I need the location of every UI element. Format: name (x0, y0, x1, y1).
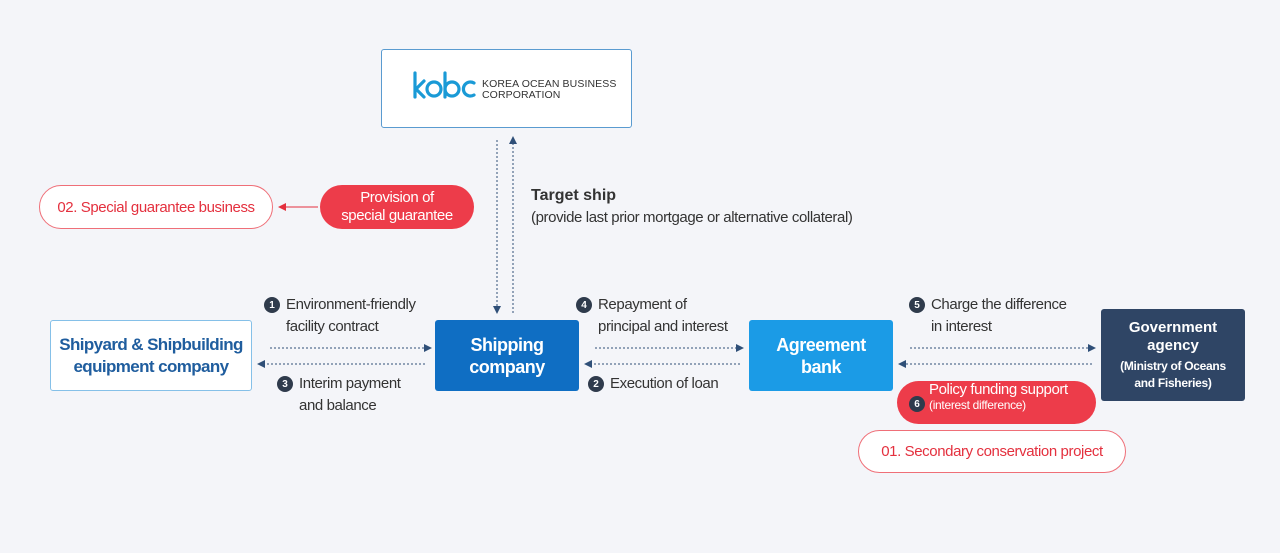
policy-sub-text: (interest difference) (929, 398, 1026, 412)
provision-special-guarantee: Provision of special guarantee (320, 185, 474, 229)
shipyard-line-2: equipment company (73, 356, 229, 376)
provision-line-1: Provision of (360, 189, 434, 206)
step-4-label: Repayment of principal and interest (598, 294, 728, 338)
agreement-bank-box: Agreement bank (749, 320, 893, 391)
step-1-line-2: facility contract (286, 318, 379, 335)
gov-sub-1: (Ministry of Oceans (1120, 358, 1226, 373)
step-5-line-1: Charge the difference (931, 296, 1067, 313)
target-ship-label: Target ship (provide last prior mortgage… (531, 185, 853, 229)
step-5-badge: 5 (909, 297, 925, 313)
policy-main-text: Policy funding support (929, 381, 1068, 398)
special-guarantee-business: 02. Special guarantee business (39, 185, 273, 229)
shipping-line-1: Shipping (470, 334, 544, 355)
step-3-badge: 3 (277, 376, 293, 392)
gov-line-2: agency (1147, 336, 1199, 354)
government-agency-box: Government agency (Ministry of Oceans an… (1101, 309, 1245, 401)
bank-line-1: Agreement (776, 334, 866, 355)
kobc-logo-text: KOREA OCEAN BUSINESS CORPORATION (482, 79, 616, 101)
special-business-text: 02. Special guarantee business (57, 198, 255, 216)
step-3-line-2: and balance (299, 397, 377, 414)
secondary-text: 01. Secondary conservation project (881, 443, 1103, 460)
logo-line-1: KOREA OCEAN BUSINESS (482, 78, 617, 90)
logo-line-2: CORPORATION (482, 89, 561, 101)
target-ship-detail: (provide last prior mortgage or alternat… (531, 209, 853, 226)
shipyard-box: Shipyard & Shipbuilding equipment compan… (50, 320, 252, 391)
step-5-line-2: in interest (931, 318, 992, 335)
step-6-badge: 6 (909, 396, 925, 412)
step-2-label: Execution of loan (610, 375, 719, 392)
policy-funding-support: Policy funding support (interest differe… (897, 381, 1096, 424)
kobc-logo-icon (413, 71, 476, 99)
step-1-label: Environment-friendly facility contract (286, 294, 416, 338)
kobc-logo-box: KOREA OCEAN BUSINESS CORPORATION (381, 49, 632, 128)
step-3-line-1: Interim payment (299, 375, 401, 392)
step-4-badge: 4 (576, 297, 592, 313)
secondary-conservation-project: 01. Secondary conservation project (858, 430, 1126, 473)
step-1-badge: 1 (264, 297, 280, 313)
step-2-badge: 2 (588, 376, 604, 392)
target-ship-title: Target ship (531, 187, 617, 204)
gov-line-1: Government (1128, 318, 1218, 336)
shipping-company-box: Shipping company (435, 320, 579, 391)
provision-line-2: special guarantee (341, 207, 453, 224)
shipyard-line-1: Shipyard & Shipbuilding (59, 334, 243, 354)
shipping-line-2: company (469, 356, 545, 377)
step-5-label: Charge the difference in interest (931, 294, 1067, 338)
step-4-line-2: principal and interest (598, 318, 728, 335)
gov-sub-2: and Fisheries) (1134, 375, 1212, 390)
step-4-line-1: Repayment of (598, 296, 687, 313)
bank-line-2: bank (800, 356, 842, 377)
step-3-label: Interim payment and balance (299, 373, 401, 417)
step-1-line-1: Environment-friendly (286, 296, 416, 313)
